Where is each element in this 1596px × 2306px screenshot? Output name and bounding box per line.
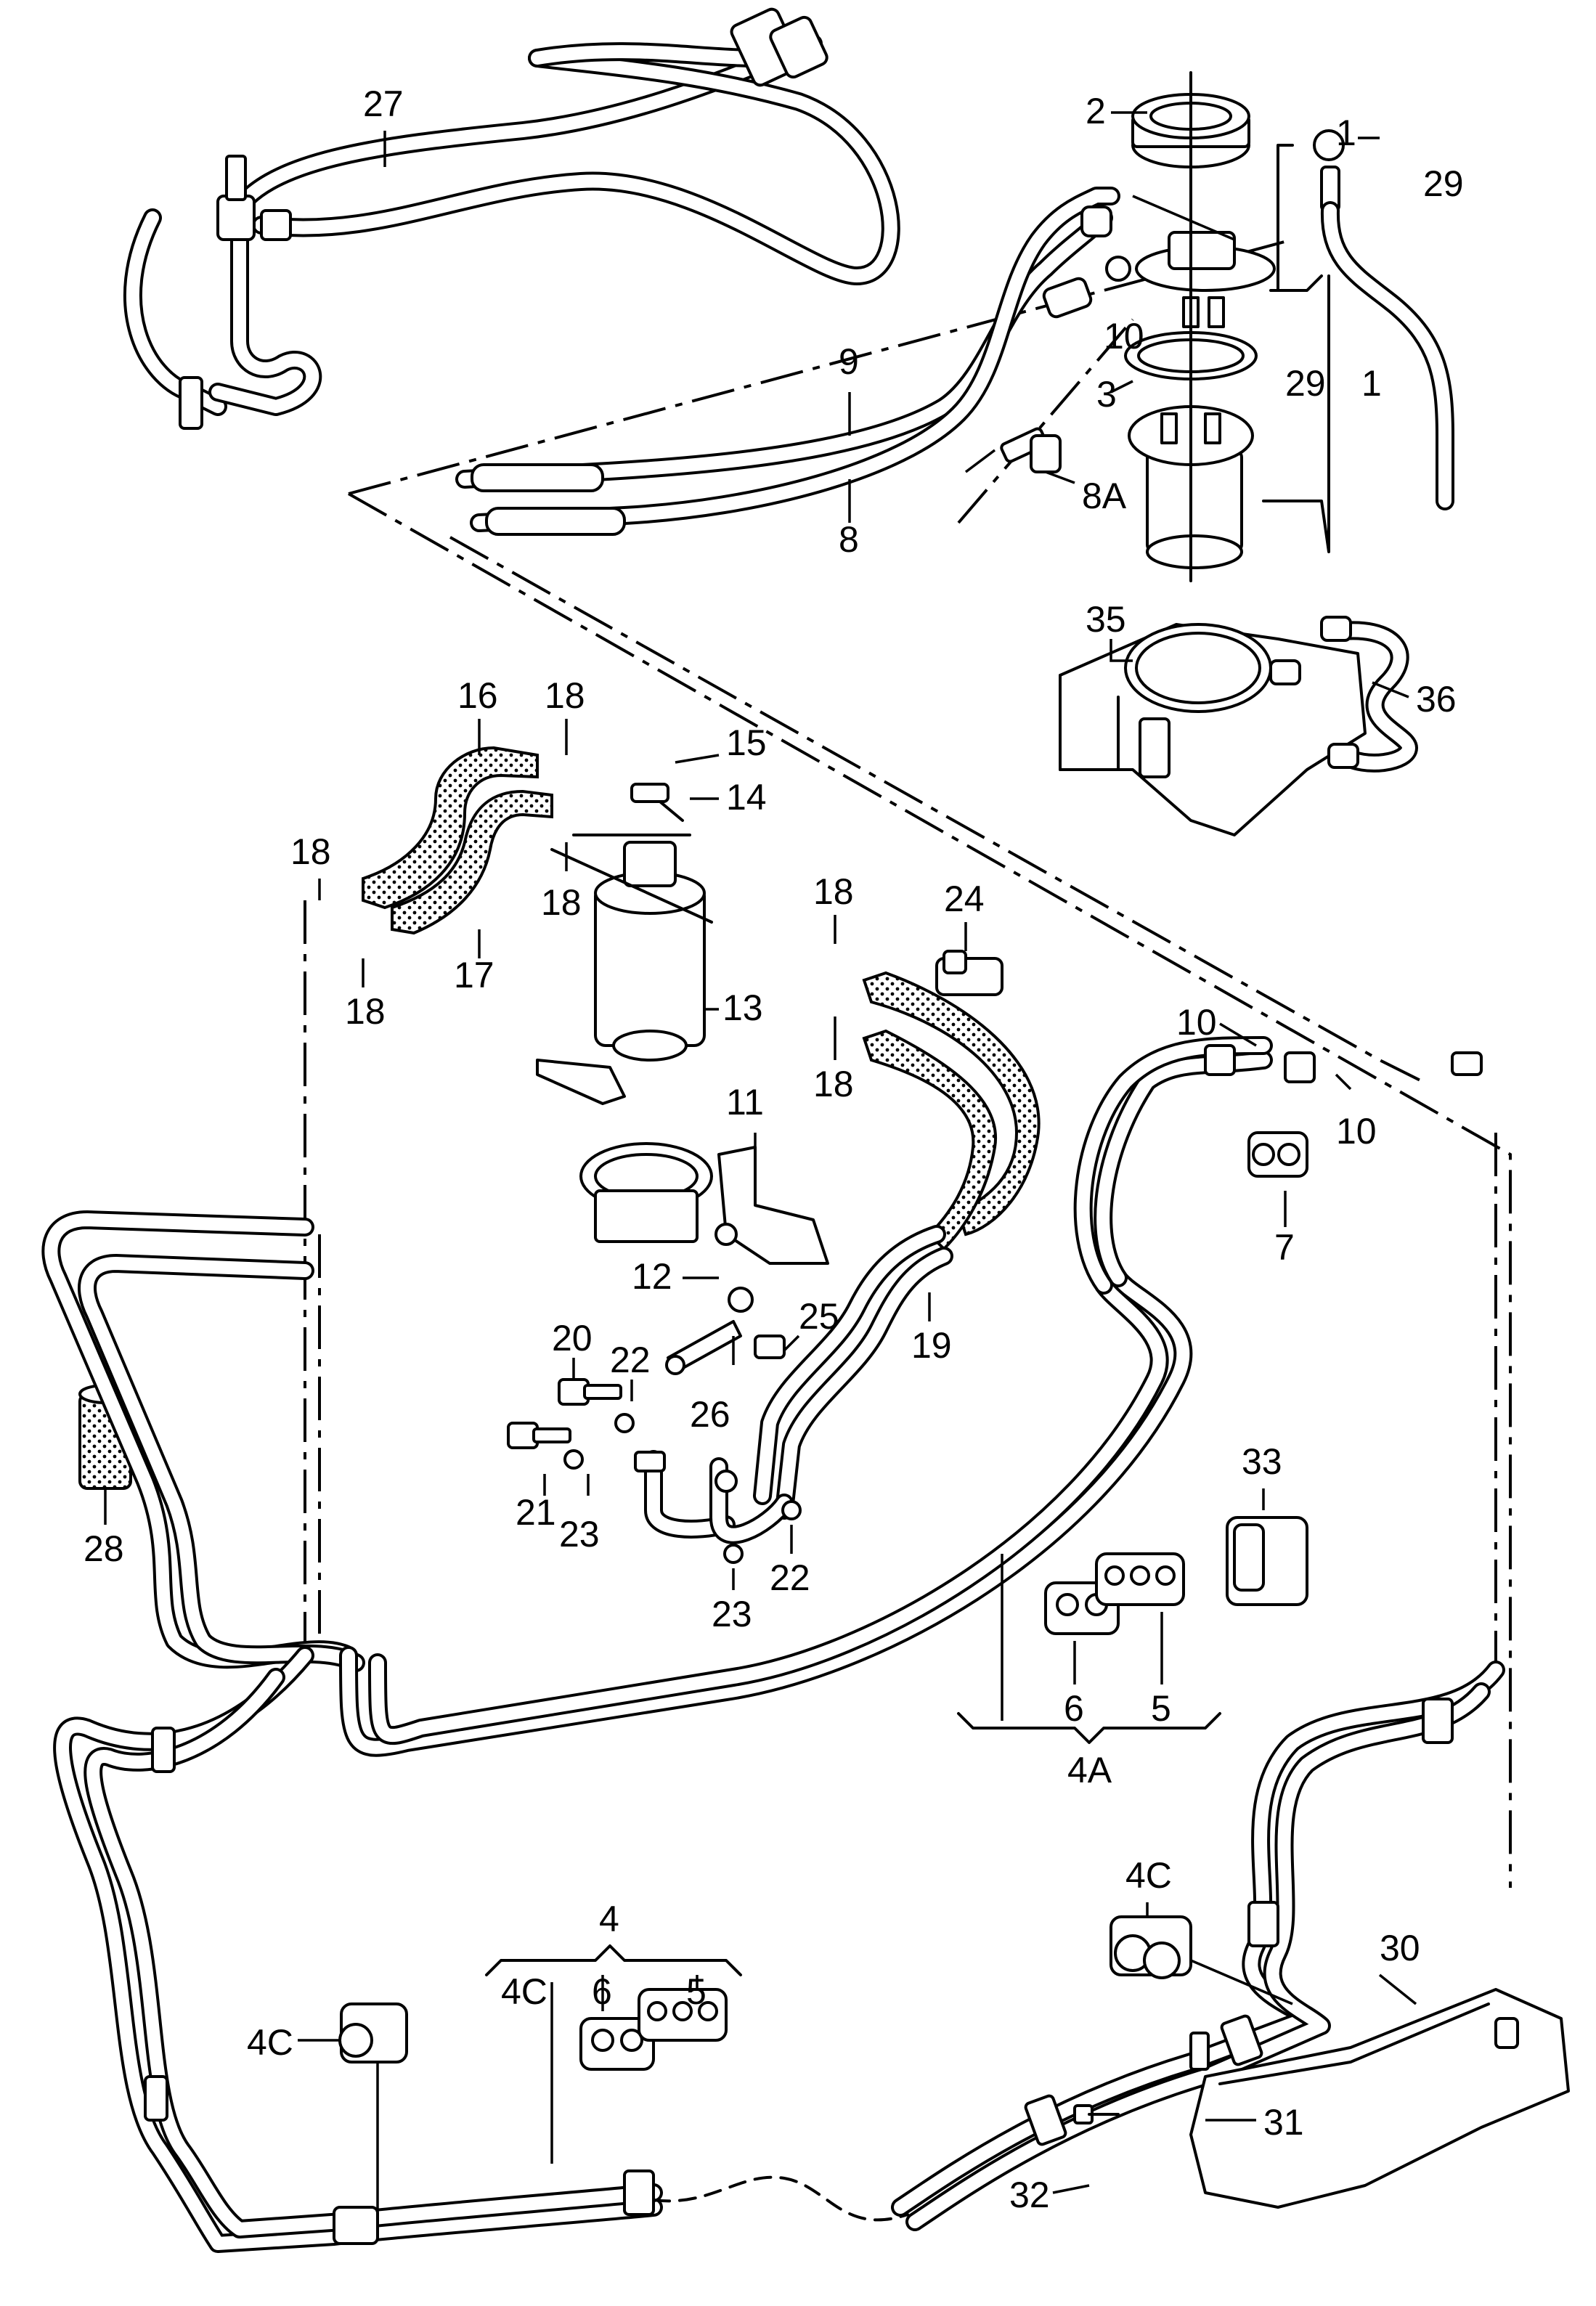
callout-36: 36 — [1416, 679, 1457, 720]
callout-22-a: 22 — [610, 1340, 651, 1380]
callout-leaders — [104, 111, 1417, 2194]
callout-10-c: 10 — [1336, 1111, 1377, 1152]
callout-15: 15 — [726, 722, 767, 763]
callout-23-b: 23 — [712, 1594, 752, 1634]
clip-33 — [1226, 1516, 1308, 1606]
callout-2: 2 — [1086, 91, 1106, 131]
dotted-hoses-right — [862, 971, 1041, 1251]
callout-11: 11 — [726, 1082, 764, 1123]
callout-4A: 4A — [1067, 1750, 1112, 1790]
callout-18-f: 18 — [813, 1064, 854, 1104]
callout-4C-right: 4C — [1125, 1855, 1172, 1896]
callout-13: 13 — [722, 987, 763, 1028]
callout-17: 17 — [454, 955, 494, 995]
callout-5-4A: 5 — [1151, 1688, 1171, 1729]
callout-10: 10 — [1104, 316, 1144, 357]
callout-18-e: 18 — [345, 991, 386, 1032]
callout-7: 7 — [1274, 1227, 1295, 1268]
filter-bracket-11 — [536, 1059, 829, 1265]
callout-labels: 27 2 1 29 10 3 29 1 9 8 8A 35 36 16 18 1… — [84, 83, 1464, 2215]
callout-22-b: 22 — [770, 1557, 810, 1598]
clip-7 — [1247, 1131, 1308, 1178]
callout-4: 4 — [599, 1899, 619, 1939]
bracket-26 — [665, 1287, 786, 1375]
callout-12: 12 — [632, 1256, 672, 1297]
callout-26: 26 — [690, 1394, 730, 1435]
callout-30: 30 — [1380, 1928, 1420, 1968]
callout-18-d: 18 — [813, 871, 854, 912]
hose-29 — [1277, 129, 1454, 510]
callout-27: 27 — [363, 83, 404, 124]
corrugated-hose-36 — [1320, 616, 1418, 773]
callout-29-pump: 29 — [1285, 363, 1326, 404]
callout-18-c: 18 — [541, 882, 582, 923]
callout-6-4: 6 — [592, 1971, 612, 2012]
callout-23-a: 23 — [559, 1514, 600, 1555]
underbody-fuel-lines — [41, 1036, 1505, 2253]
fuel-pump-sender-unit — [1105, 71, 1330, 582]
connector-24 — [935, 950, 1003, 996]
fuel-lines-8-9 — [455, 187, 1120, 536]
callout-25: 25 — [799, 1296, 839, 1337]
fasteners-20-23 — [507, 1378, 802, 1564]
callout-10-b: 10 — [1176, 1002, 1217, 1043]
callout-1: 1 — [1336, 113, 1356, 153]
elbow-fitting-8A — [964, 427, 1062, 473]
lines-19 — [753, 1225, 953, 1520]
callout-19: 19 — [911, 1325, 952, 1366]
callout-28: 28 — [84, 1528, 124, 1569]
callout-20: 20 — [552, 1318, 593, 1358]
callout-18-a: 18 — [545, 675, 585, 716]
callout-18-b: 18 — [290, 831, 331, 872]
callout-9: 9 — [839, 341, 859, 382]
reservoir-housing-35 — [1059, 623, 1367, 836]
callout-8: 8 — [839, 519, 859, 560]
callout-21: 21 — [516, 1492, 556, 1533]
clips-4A-group — [957, 1552, 1221, 1744]
dotted-hoses-16-17 — [362, 746, 553, 935]
callout-24: 24 — [944, 879, 985, 919]
callout-6-4A: 6 — [1064, 1688, 1084, 1729]
callout-35: 35 — [1086, 599, 1126, 640]
callout-3: 3 — [1096, 374, 1117, 415]
callout-33: 33 — [1242, 1441, 1282, 1482]
connectors-4C — [338, 1915, 1293, 2215]
callout-5-4: 5 — [686, 1971, 707, 2012]
clips-4-group — [485, 1944, 742, 2164]
callout-4C-group: 4C — [501, 1971, 547, 2012]
callout-16: 16 — [457, 675, 498, 716]
vent-hose-assembly-27 — [123, 7, 900, 430]
heat-shield-30 — [1073, 1988, 1570, 2209]
callout-8A: 8A — [1082, 476, 1127, 516]
fuel-filter-13 — [550, 783, 713, 1062]
callout-32: 32 — [1009, 2175, 1050, 2215]
callout-1-pump: 1 — [1361, 363, 1382, 404]
callout-4C-left: 4C — [247, 2022, 293, 2063]
callout-29: 29 — [1423, 163, 1464, 204]
callout-31: 31 — [1263, 2102, 1304, 2143]
callout-14: 14 — [726, 777, 767, 818]
